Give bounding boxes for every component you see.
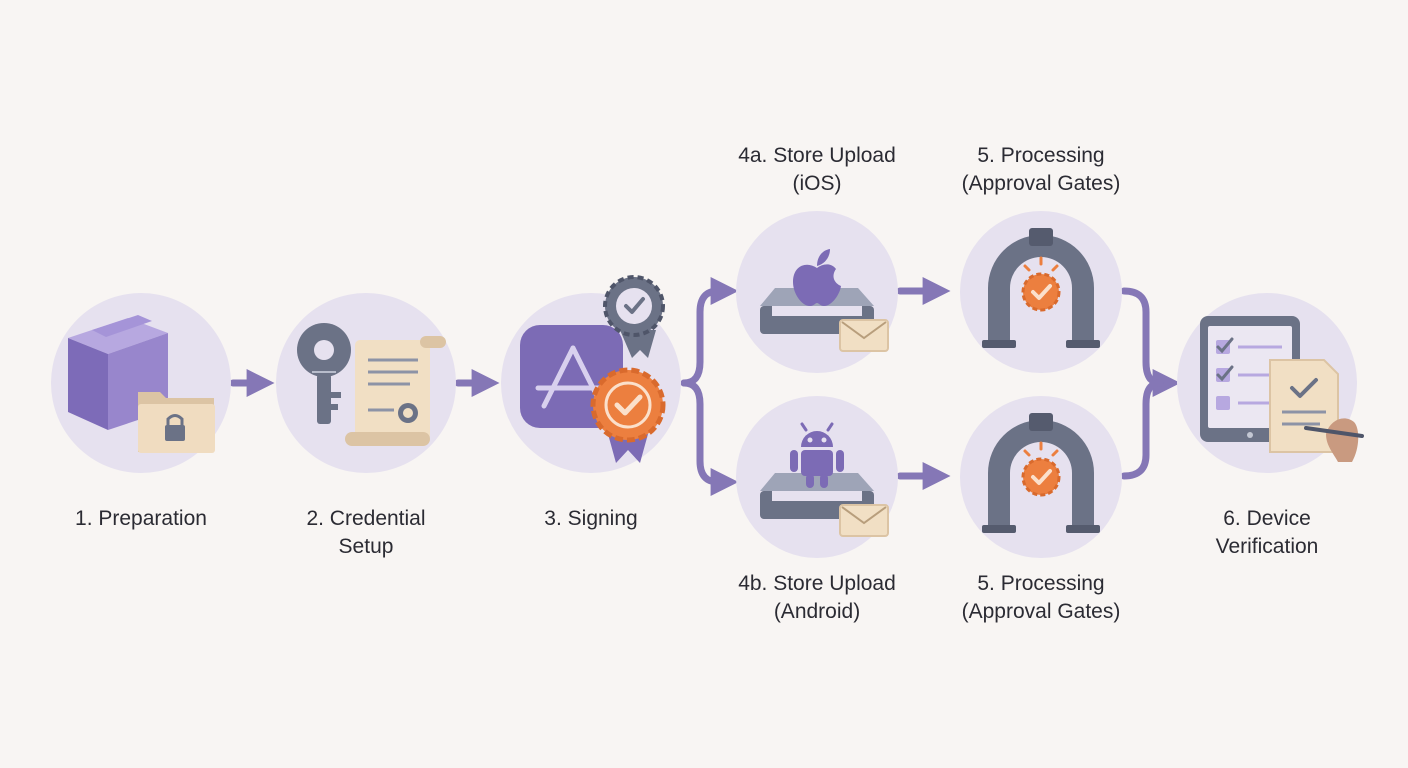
android-robot-icon <box>790 422 844 488</box>
step-label-upload-android: 4b. Store Upload (Android) <box>738 572 896 623</box>
certificate-scroll-icon <box>345 336 446 446</box>
package-box-icon <box>68 315 168 430</box>
approval-check-icon <box>1021 441 1061 497</box>
key-icon <box>297 323 351 424</box>
arrow-processing-ios-to-verification <box>1120 287 1181 397</box>
pen-hand-icon <box>1304 418 1364 462</box>
arrow-signing-to-ios <box>680 277 739 387</box>
apple-logo-icon <box>793 249 841 306</box>
envelope-icon <box>839 319 889 352</box>
approval-check-icon <box>1021 256 1061 312</box>
step-label-preparation: 1. Preparation <box>75 507 207 530</box>
verified-badge-icon <box>603 275 665 358</box>
step-label-processing-android: 5. Processing (Approval Gates) <box>961 572 1121 623</box>
step-label-processing-ios: 5. Processing (Approval Gates) <box>961 144 1121 195</box>
arrow-signing-to-android <box>680 379 739 496</box>
step-label-signing: 3. Signing <box>544 507 638 530</box>
step-label-credential: 2. Credential Setup <box>306 507 426 558</box>
step-label-verification: 6. Device Verification <box>1215 507 1319 558</box>
envelope-icon <box>839 504 889 537</box>
locked-folder-icon <box>138 392 215 453</box>
step-label-upload-ios: 4a. Store Upload (iOS) <box>738 144 896 195</box>
connectors <box>229 277 1181 496</box>
gate-arch-icon <box>982 228 1100 348</box>
arrow-processing-android-to-verification <box>1120 379 1164 480</box>
approval-seal-icon <box>590 367 666 463</box>
gate-arch-icon <box>982 413 1100 533</box>
